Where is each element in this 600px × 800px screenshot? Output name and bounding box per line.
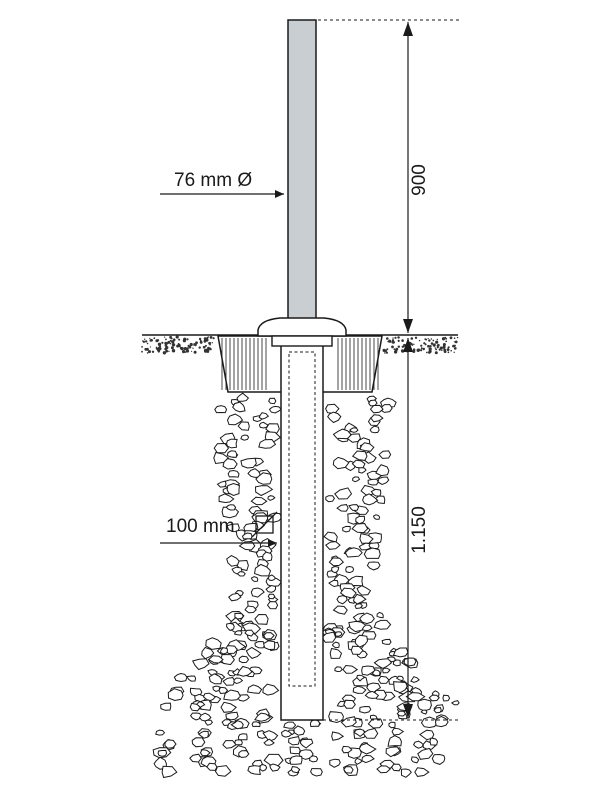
post-diameter-label: 76 mm Ø — [174, 170, 252, 191]
bollard-post — [287, 19, 317, 337]
gravel-backfill — [152, 392, 460, 779]
soil-texture — [141, 335, 459, 355]
sleeve-size-label: 100 mm — [166, 516, 235, 537]
dimension-lines — [318, 19, 460, 721]
ground-collar — [257, 317, 347, 347]
square-diagonal-icon — [251, 511, 278, 538]
dimension-above-ground: 900 — [409, 164, 430, 196]
ground-sleeve — [280, 341, 324, 721]
dimension-below-ground: 1.150 — [409, 506, 430, 554]
leader-arrows — [160, 190, 284, 547]
